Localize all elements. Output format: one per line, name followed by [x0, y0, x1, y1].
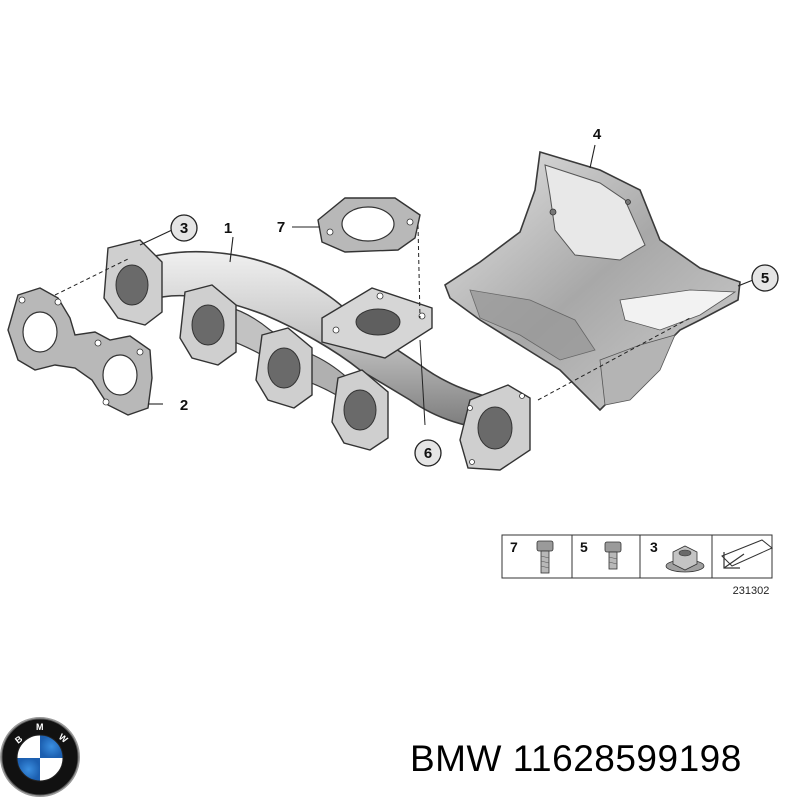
callout-7: 7	[277, 219, 285, 236]
legend-label-5: 5	[580, 539, 588, 555]
svg-text:3: 3	[180, 220, 188, 237]
svg-text:4: 4	[593, 126, 602, 143]
short-bolt-icon	[604, 541, 622, 570]
svg-text:2: 2	[180, 397, 188, 414]
svg-text:6: 6	[424, 445, 432, 462]
legend-label-7: 7	[510, 539, 518, 555]
bolt-icon	[536, 540, 554, 574]
bmw-logo: B M W	[0, 717, 80, 797]
callout-6: 6	[414, 439, 442, 467]
callout-1: 1	[224, 220, 232, 237]
callout-3: 3	[170, 214, 198, 242]
manifold-gasket	[7, 287, 153, 416]
reference-code: 231302	[733, 585, 770, 597]
svg-text:1: 1	[224, 220, 232, 237]
svg-text:B: B	[13, 733, 25, 745]
svg-text:7: 7	[277, 219, 285, 236]
turbo-gasket	[317, 197, 421, 253]
assembly-lines	[54, 224, 691, 426]
flange-nut-icon	[665, 545, 705, 573]
small-parts-legend: 7 5 3 231302	[501, 534, 773, 597]
arrow-icon	[721, 539, 773, 569]
heat-shield	[444, 150, 741, 412]
part-number-caption: BMW 11628599198	[410, 738, 742, 779]
callout-4: 4	[593, 126, 602, 143]
callout-2: 2	[180, 397, 188, 414]
svg-text:M: M	[36, 722, 44, 732]
legend-label-3: 3	[650, 539, 658, 555]
leader-lines	[139, 144, 754, 405]
svg-text:5: 5	[761, 270, 769, 287]
exhaust-manifold	[103, 239, 531, 471]
callout-5: 5	[751, 264, 779, 292]
